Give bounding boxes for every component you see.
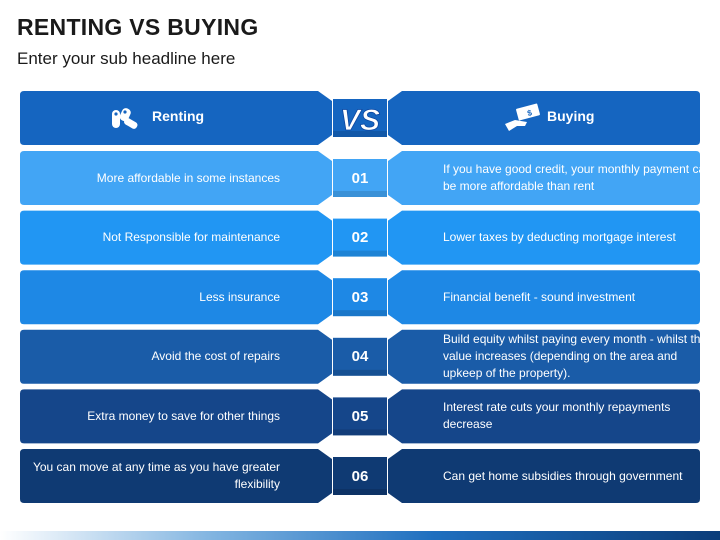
slide-title: RENTING VS BUYING [17, 14, 259, 40]
money-hand-icon: $ [505, 103, 540, 131]
renting-point: Extra money to save for other things [87, 408, 280, 423]
header-band [20, 91, 700, 145]
row-band-03 [20, 270, 700, 325]
renting-header-label: Renting [152, 108, 205, 124]
row-number: 03 [351, 288, 369, 306]
keys-icon [112, 108, 138, 129]
renting-point: Avoid the cost of repairs [151, 349, 280, 364]
buying-point: Financial benefit - sound investment [443, 289, 636, 304]
row-number: 06 [351, 467, 369, 485]
svg-text:$: $ [526, 108, 533, 118]
bottom-accent-bar [0, 531, 720, 540]
row-band-02 [20, 210, 700, 265]
buying-point: Interest rate cuts your monthly repaymen… [443, 400, 671, 432]
renting-point: Not Responsible for maintenance [102, 230, 280, 245]
vs-emblem: VS [340, 104, 381, 138]
row-band-05 [20, 389, 700, 444]
svg-text:VS: VS [340, 104, 380, 137]
row-number: 02 [351, 229, 369, 247]
row-band-01 [20, 151, 700, 205]
renting-point: You can move at any time as you have gre… [32, 460, 280, 491]
buying-header-label: Buying [547, 108, 595, 124]
renting-point: More affordable in some instances [96, 170, 280, 185]
buying-point: If you have good credit, your monthly pa… [443, 162, 712, 193]
row-band-04 [20, 329, 700, 384]
renting-point: Less insurance [199, 289, 280, 304]
row-number: 04 [351, 348, 369, 366]
slide-subtitle: Enter your sub headline here [17, 49, 236, 68]
row-number: 05 [351, 407, 369, 425]
row-number: 01 [351, 169, 369, 187]
row-band-06 [20, 449, 700, 503]
buying-point: Can get home subsidies through governmen… [443, 468, 683, 483]
buying-point: Lower taxes by deducting mortgage intere… [443, 230, 676, 245]
buying-point: Build equity whilst paying every month -… [443, 332, 708, 381]
